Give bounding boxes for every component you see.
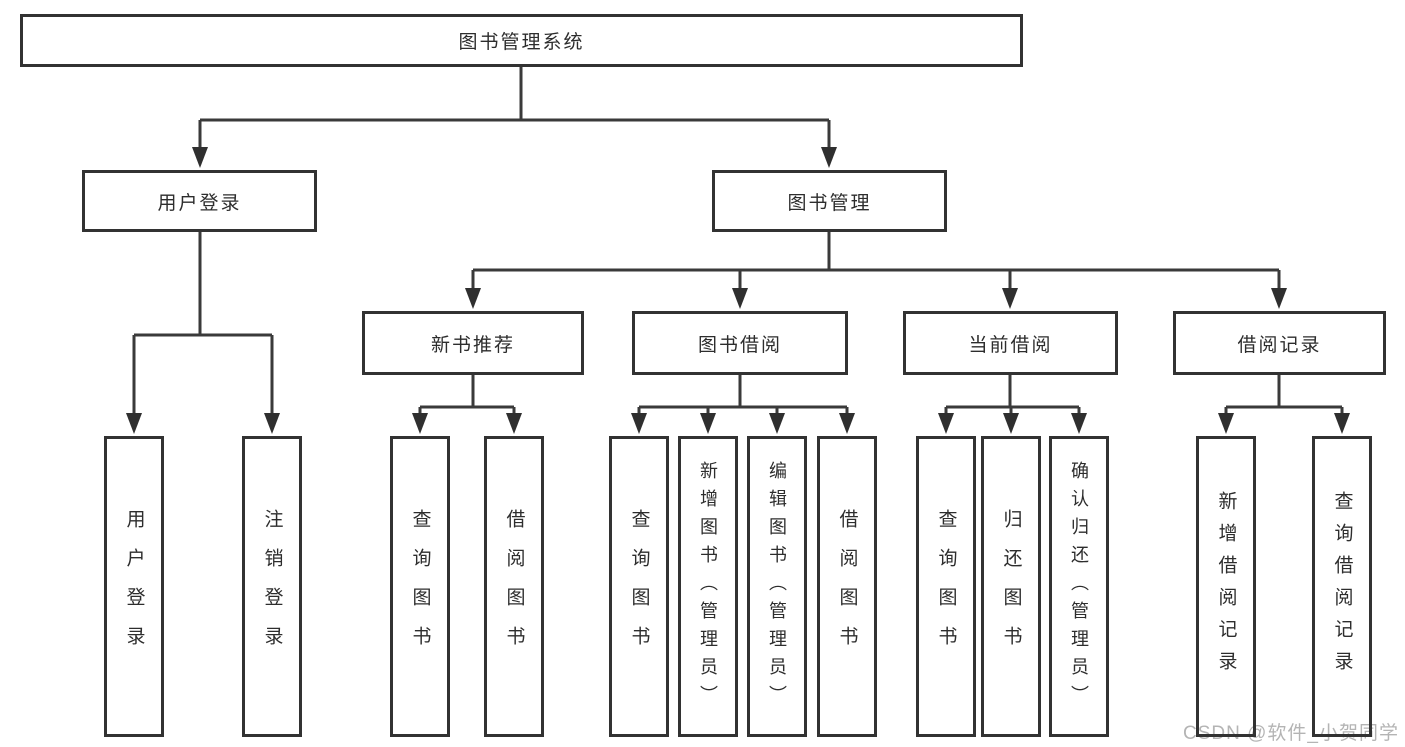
leaf-newbook-query-books: 查询图书: [390, 436, 450, 737]
node-borrow-record: 借阅记录: [1173, 311, 1386, 375]
node-book-borrow-label: 图书借阅: [697, 334, 782, 356]
csdn-watermark: CSDN @软件_小贺同学: [1183, 723, 1399, 744]
leaf-borrow-books: 借阅图书: [817, 436, 877, 737]
node-root: 图书管理系统: [20, 14, 1023, 67]
node-user-login: 用户登录: [82, 170, 317, 232]
leaf-query-borrow-record: 查询借阅记录: [1312, 436, 1372, 737]
leaf-newbook-query-books-label: 查询图书: [409, 508, 431, 665]
leaf-return-books-label: 归还图书: [1000, 508, 1022, 665]
edges-user-login: [126, 232, 280, 434]
leaf-current-query-books: 查询图书: [916, 436, 976, 737]
leaf-current-query-books-label: 查询图书: [935, 508, 957, 665]
node-new-book-recommend-label: 新书推荐: [430, 334, 515, 356]
node-borrow-record-label: 借阅记录: [1237, 334, 1322, 356]
edges-book-borrow: [631, 375, 855, 434]
node-book-borrow: 图书借阅: [632, 311, 848, 375]
edges-current-borrow: [938, 375, 1087, 434]
node-book-management-label: 图书管理: [787, 192, 872, 214]
leaf-newbook-borrow-books: 借阅图书: [484, 436, 544, 737]
leaf-borrow-query-books: 查询图书: [609, 436, 669, 737]
node-current-borrow: 当前借阅: [903, 311, 1118, 375]
node-root-label: 图书管理系统: [458, 32, 585, 53]
leaf-add-books-admin-label: 新增图书（管理员）: [698, 460, 718, 713]
edges-new-book: [412, 375, 522, 434]
leaf-confirm-return-admin-label: 确认归还（管理员）: [1069, 460, 1089, 713]
leaf-user-login-label: 用户登录: [123, 508, 145, 665]
leaf-add-borrow-record: 新增借阅记录: [1196, 436, 1256, 737]
leaf-add-books-admin: 新增图书（管理员）: [678, 436, 738, 737]
leaf-confirm-return-admin: 确认归还（管理员）: [1049, 436, 1109, 737]
leaf-add-borrow-record-label: 新增借阅记录: [1215, 490, 1237, 683]
node-new-book-recommend: 新书推荐: [362, 311, 584, 375]
node-book-management: 图书管理: [712, 170, 947, 232]
leaf-logout: 注销登录: [242, 436, 302, 737]
leaf-newbook-borrow-books-label: 借阅图书: [503, 508, 525, 665]
leaf-query-borrow-record-label: 查询借阅记录: [1331, 490, 1353, 683]
leaf-borrow-query-books-label: 查询图书: [628, 508, 650, 665]
node-current-borrow-label: 当前借阅: [968, 334, 1053, 356]
node-user-login-label: 用户登录: [157, 192, 242, 214]
leaf-return-books: 归还图书: [981, 436, 1041, 737]
leaf-edit-books-admin: 编辑图书（管理员）: [747, 436, 807, 737]
edges-root: [192, 67, 837, 168]
edges-borrow-record: [1218, 375, 1350, 434]
leaf-logout-label: 注销登录: [261, 508, 283, 665]
edges-book-mgmt: [465, 232, 1287, 309]
leaf-edit-books-admin-label: 编辑图书（管理员）: [767, 460, 787, 713]
leaf-borrow-books-label: 借阅图书: [836, 508, 858, 665]
leaf-user-login: 用户登录: [104, 436, 164, 737]
